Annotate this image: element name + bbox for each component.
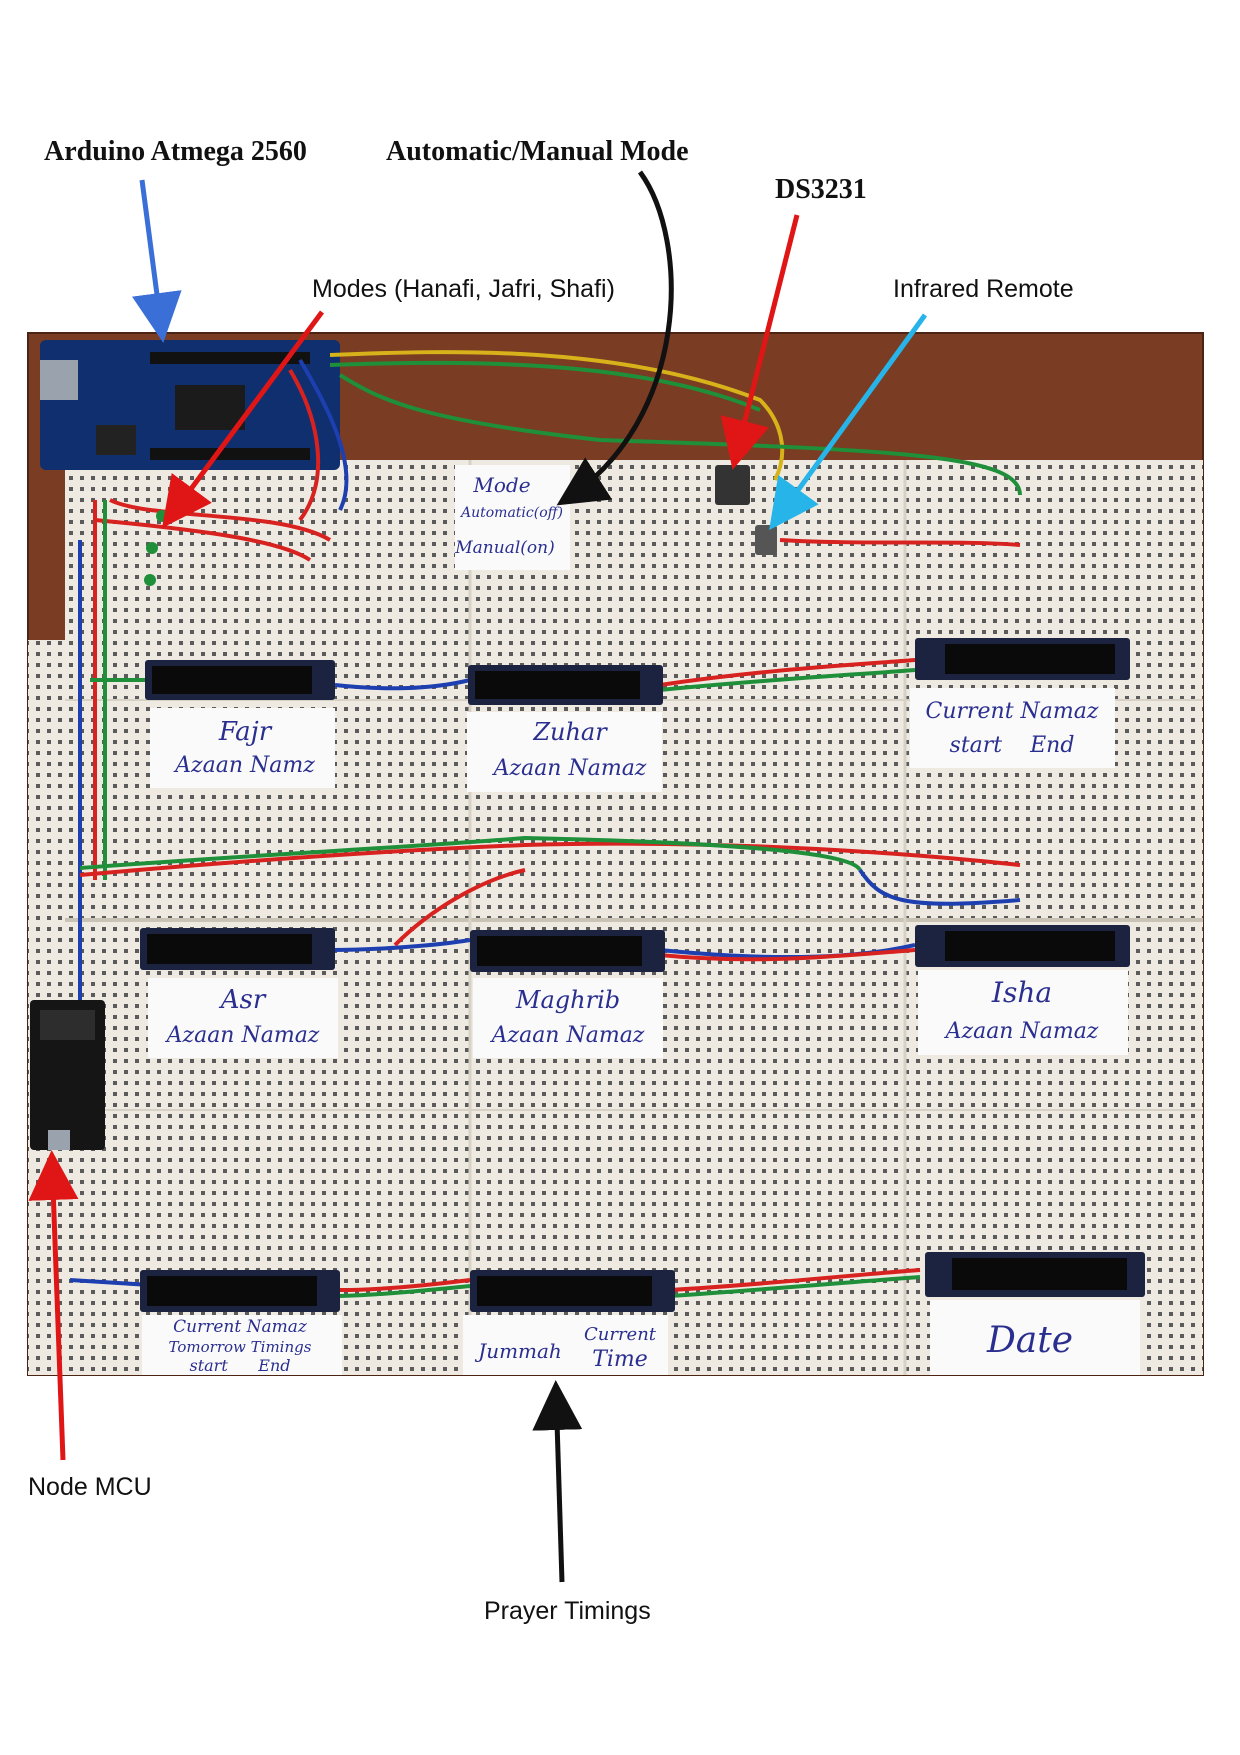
callout-ds3231: DS3231 [775, 174, 867, 205]
callout-modes: Modes (Hanafi, Jafri, Shafi) [312, 275, 615, 303]
display-zuhar [468, 665, 663, 705]
callout-nodemcu: Node MCU [28, 1473, 152, 1501]
current-label-title: Current Namaz [926, 699, 1099, 724]
maghrib-label-title: Maghrib [515, 986, 620, 1014]
ds3231-module [715, 465, 750, 505]
date-label: Date [986, 1320, 1073, 1361]
asr-label-title: Asr [219, 985, 267, 1015]
callout-prayer-timings: Prayer Timings [484, 1597, 651, 1625]
display-asr [140, 928, 335, 970]
current-time-label-2: Time [592, 1347, 648, 1372]
annotation-arrows [28, 170, 928, 1583]
tomorrow-label-title: Current Namaz [173, 1317, 308, 1337]
wires [69, 350, 1022, 1298]
maghrib-label-sub: Azaan Namaz [490, 1023, 645, 1048]
isha-label-title: Isha [991, 976, 1052, 1009]
arrow-mode-switch [556, 170, 674, 506]
asr-label-sub: Azaan Namaz [165, 1023, 320, 1048]
mode-card-title: Mode [472, 473, 530, 497]
fajr-label-sub: Azaan Namz [173, 753, 315, 778]
zuhar-label-sub: Azaan Namaz [492, 756, 647, 781]
display-isha [915, 925, 1130, 967]
display-current-namaz [915, 638, 1130, 680]
seven-segment-displays [140, 638, 1145, 1312]
arrow-nodemcu [28, 1150, 79, 1461]
callout-mode-switch: Automatic/Manual Mode [386, 136, 689, 167]
display-fajr [145, 660, 335, 700]
board-label-cards: Mode Automatic(off) Manual(on) Fajr Azaa… [142, 465, 1140, 1375]
breadboard-grid [28, 460, 1203, 1375]
arrow-arduino [132, 179, 182, 343]
arrow-prayer-timings [532, 1380, 583, 1583]
isha-label-sub: Azaan Namaz [944, 1019, 1099, 1044]
current-label-sub: start End [950, 733, 1075, 758]
tomorrow-label-startend: start End [190, 1356, 291, 1375]
arduino-board [40, 340, 340, 470]
arrow-remote [769, 313, 928, 531]
display-tomorrow [140, 1270, 340, 1312]
tomorrow-label-sub: Tomorrow Timings [169, 1338, 312, 1356]
ir-receiver [755, 525, 777, 555]
display-jummah-time [470, 1270, 675, 1312]
callout-remote: Infrared Remote [893, 275, 1074, 303]
mode-card-line1: Automatic(off) [459, 505, 563, 521]
arrow-modes [162, 310, 325, 529]
nodemcu-board [30, 1000, 105, 1150]
callout-arduino: Arduino Atmega 2560 [44, 136, 307, 167]
fajr-label-title: Fajr [218, 717, 273, 747]
zuhar-label-title: Zuhar [532, 718, 608, 746]
mode-card-line2: Manual(on) [454, 538, 554, 558]
current-time-label-1: Current [584, 1324, 657, 1345]
arrow-ds3231 [720, 214, 800, 470]
display-date [925, 1252, 1145, 1297]
display-maghrib [470, 930, 665, 972]
jummah-label: Jummah [474, 1339, 562, 1363]
